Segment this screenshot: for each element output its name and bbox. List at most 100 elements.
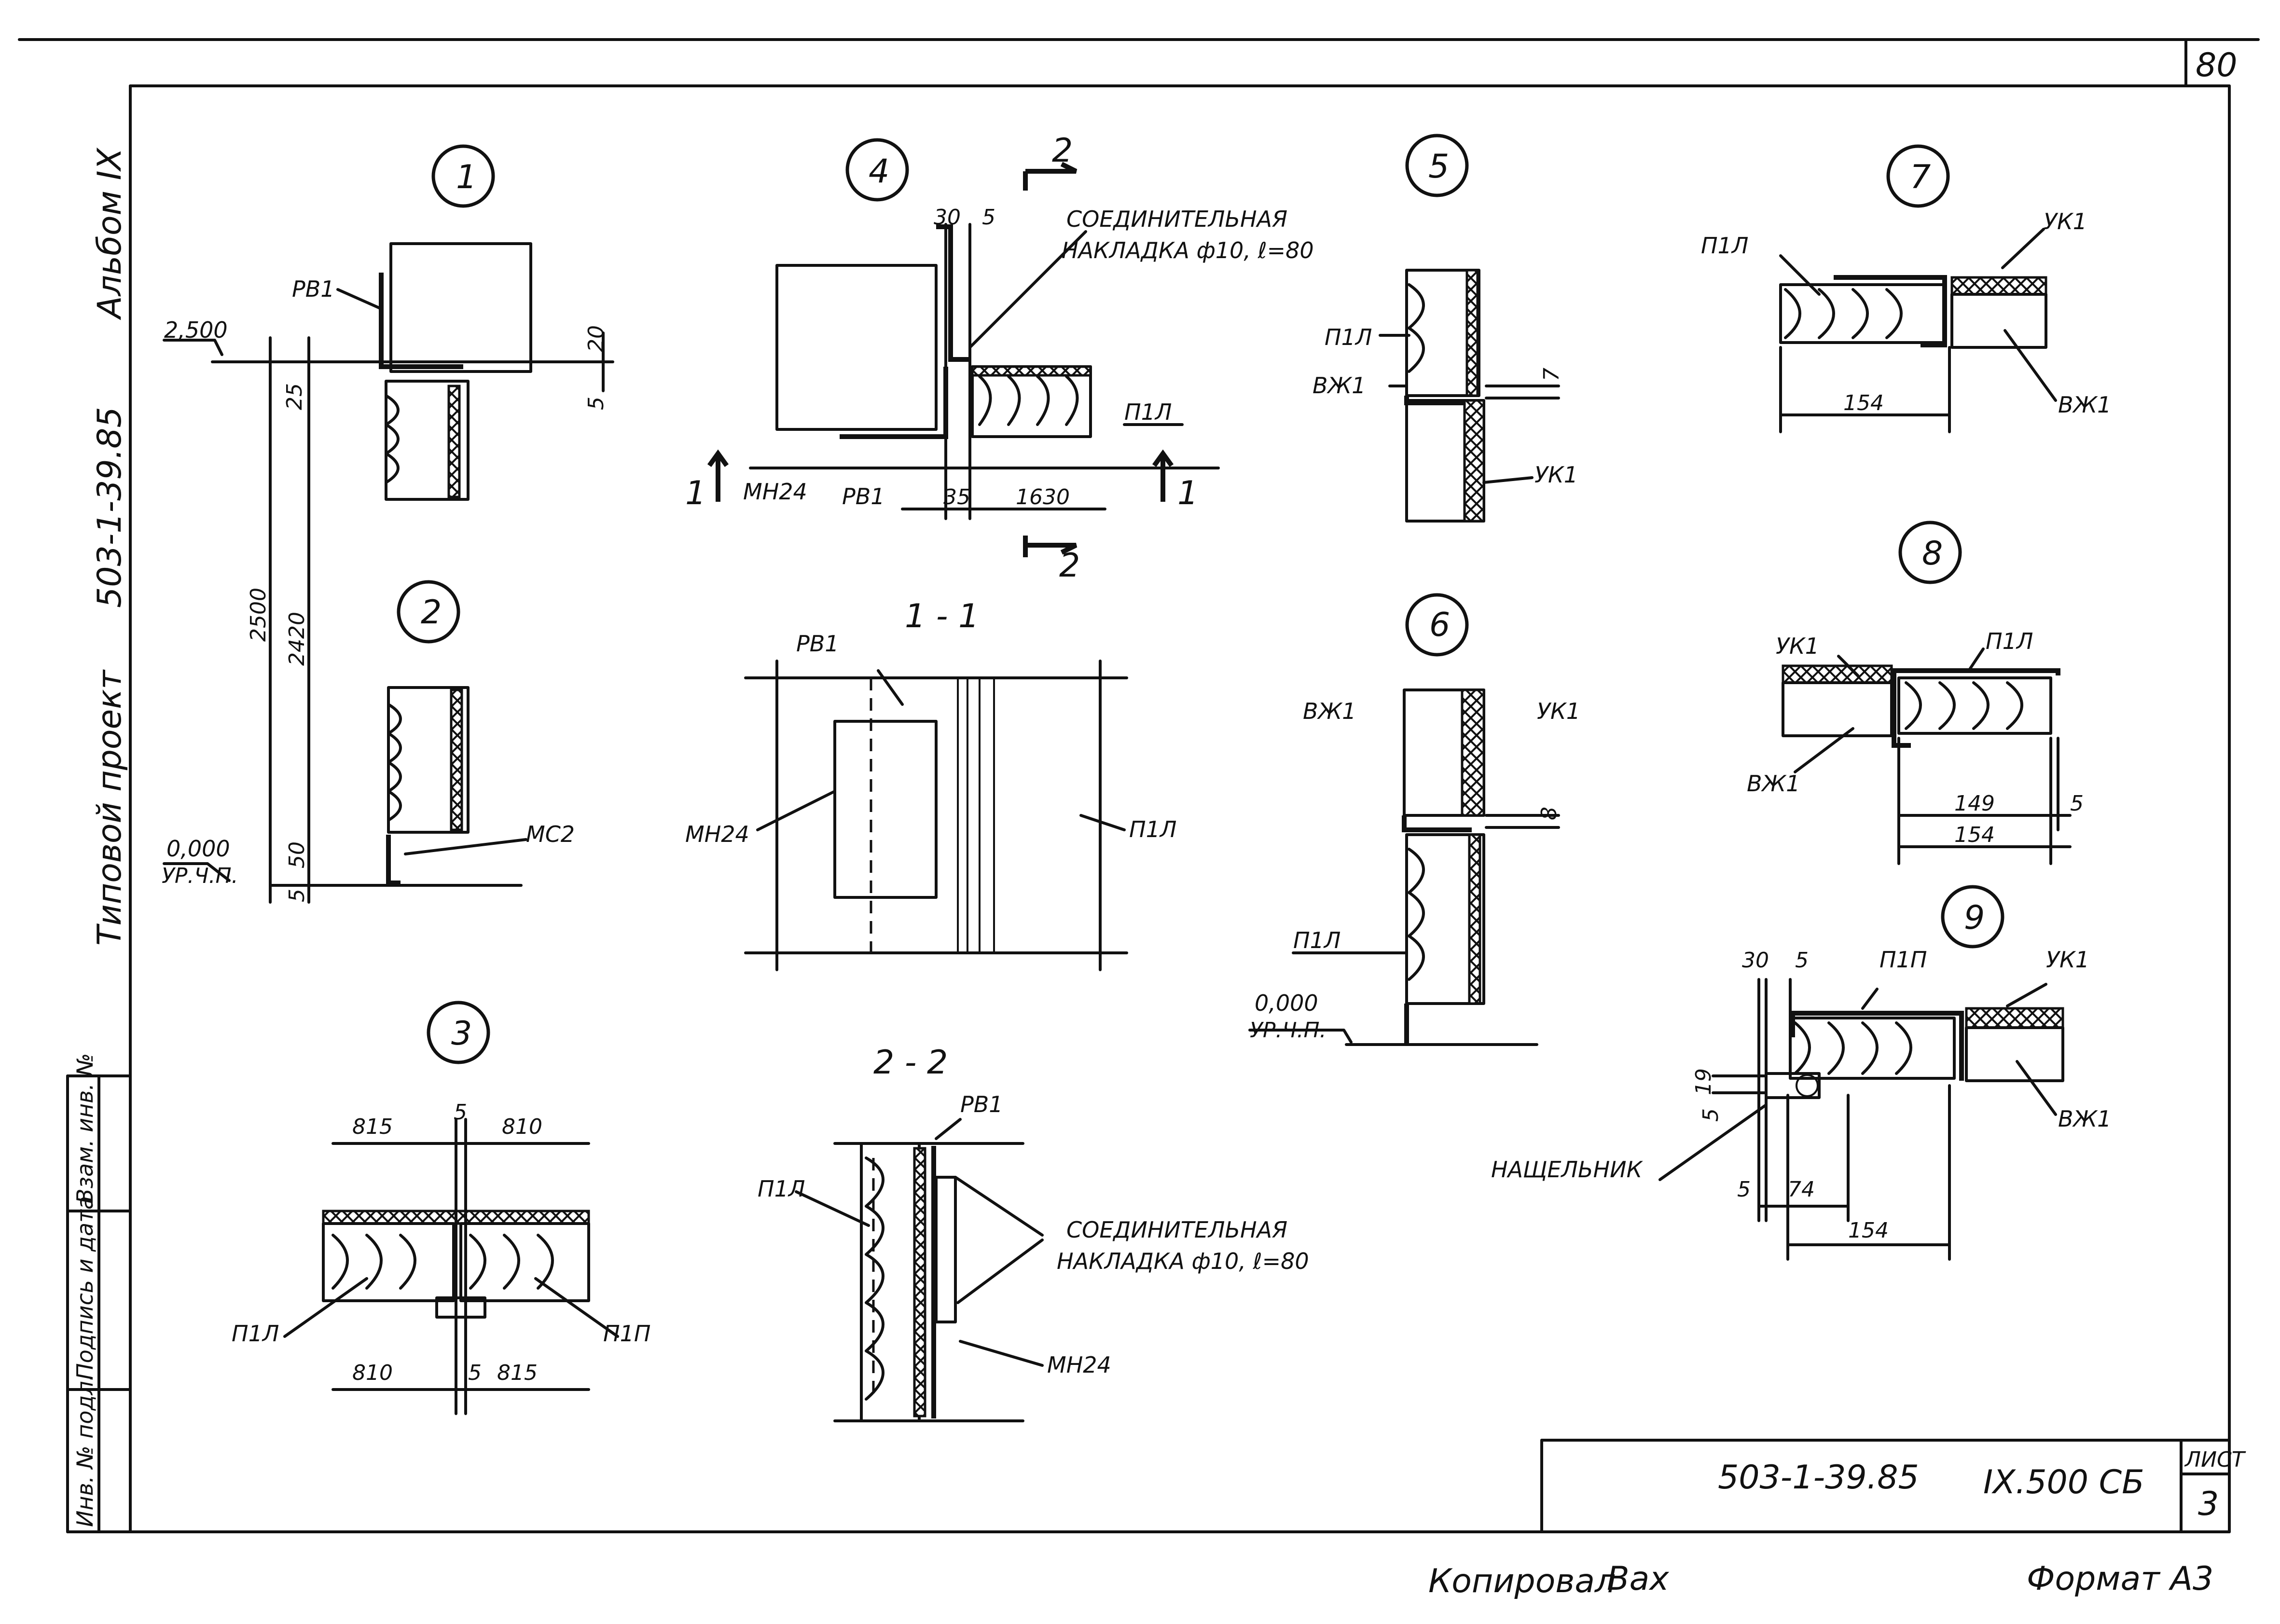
d4-cut-2-top: 2 — [1052, 132, 1073, 170]
s11-label-mn24: МН24 — [685, 821, 749, 847]
d2-dim-50: 50 — [285, 841, 309, 868]
d9-dim-5: 5 — [1795, 948, 1809, 973]
d1-label-rv1: РВ1 — [292, 276, 335, 302]
d8-label-uk1: УК1 — [1776, 633, 1819, 659]
d2-number: 2 — [421, 593, 442, 632]
d9-label-p1p: П1П — [1879, 947, 1927, 973]
d8-dim-5: 5 — [2070, 791, 2084, 816]
d6-number: 6 — [1429, 606, 1450, 644]
d4-dim-1630: 1630 — [1016, 485, 1070, 509]
d2-dim-5: 5 — [285, 889, 309, 902]
d2-dim-2500: 2500 — [246, 588, 271, 642]
d9-dim-5b: 5 — [1699, 1108, 1723, 1122]
d5-label-vzh1: ВЖ1 — [1313, 372, 1366, 399]
d9-dim-74: 74 — [1788, 1177, 1815, 1202]
d3-number: 3 — [451, 1015, 472, 1053]
title-album-code: IX.500 СБ — [1983, 1463, 2144, 1501]
d3-dim-bot-right: 815 — [497, 1361, 538, 1385]
d1-label-level: 2,500 — [164, 317, 228, 343]
d8-dim-149: 149 — [1954, 791, 1995, 816]
d1-dim-25: 25 — [282, 383, 307, 410]
d3-label-right: П1П — [603, 1321, 650, 1347]
d4-label-rv1: РВ1 — [842, 483, 885, 509]
detail-2 — [163, 580, 527, 887]
s11-title: 1 - 1 — [905, 597, 979, 635]
d7-label-uk1: УК1 — [2044, 208, 2087, 234]
d5-label-uk1: УК1 — [1534, 462, 1578, 488]
detail-1 — [163, 144, 614, 904]
d9-label-vzh1: ВЖ1 — [2058, 1106, 2111, 1132]
d9-dim-19: 19 — [1691, 1068, 1716, 1095]
side-album-label: Альбом IX — [91, 147, 129, 320]
d6-label-level: 0,000 — [1255, 990, 1318, 1016]
format-label: Формат А3 — [2027, 1560, 2213, 1598]
section-2-2 — [795, 1118, 1044, 1422]
d9-dim-30: 30 — [1742, 948, 1769, 973]
d6-label-level-sub: УР.Ч.П. — [1250, 1018, 1327, 1043]
d4-label-mn24: МН24 — [743, 479, 807, 505]
d4-number: 4 — [869, 152, 889, 191]
page-number: 80 — [2196, 46, 2238, 84]
d4-cut-1-right: 1 — [1177, 474, 1198, 512]
d9-number: 9 — [1964, 899, 1985, 937]
d6-label-vzh1: ВЖ1 — [1303, 698, 1356, 724]
d8-dim-154: 154 — [1954, 823, 1995, 847]
d4-dim-35: 35 — [943, 485, 970, 509]
s22-title: 2 - 2 — [873, 1044, 948, 1082]
s11-label-p1l: П1Л — [1129, 816, 1176, 842]
d9-dim-5c: 5 — [1737, 1177, 1751, 1202]
stamp-sign-label: Подпись и дата — [72, 1196, 98, 1380]
d9-dim-154: 154 — [1848, 1218, 1889, 1243]
sheet-number: 3 — [2198, 1485, 2219, 1523]
d4-dim-30: 30 — [934, 205, 961, 230]
d1-dim-20: 20 — [584, 325, 608, 352]
section-1-1 — [744, 660, 1128, 971]
d2-label-mc2: МС2 — [526, 821, 575, 847]
d4-conn-line2: НАКЛАДКА ф10, ℓ=80 — [1062, 237, 1314, 263]
d6-label-uk1: УК1 — [1537, 698, 1580, 724]
d7-label-vzh1: ВЖ1 — [2058, 392, 2111, 418]
d4-dim-5: 5 — [982, 205, 995, 230]
d6-label-p1l: П1Л — [1293, 927, 1340, 953]
detail-9 — [1658, 885, 2064, 1261]
d8-label-vzh1: ВЖ1 — [1747, 771, 1800, 797]
stamp-inv-label: Инв. № подл. — [72, 1374, 98, 1527]
sheet-frame — [18, 38, 2260, 1533]
d6-dim-8: 8 — [1537, 807, 1561, 820]
d1-number: 1 — [456, 158, 477, 196]
d8-label-p1l: П1Л — [1986, 628, 2033, 654]
s11-label-rv1: РВ1 — [796, 631, 839, 657]
side-project-label: 503-1-39.85 — [91, 407, 129, 608]
d4-cut-1-left: 1 — [685, 474, 706, 512]
copied-by-signature: Вах — [1607, 1560, 1669, 1598]
d3-dim-bot-left: 810 — [352, 1361, 393, 1385]
d7-dim-154: 154 — [1843, 391, 1884, 415]
s22-label-p1l: П1Л — [758, 1176, 805, 1202]
d1-dim-5: 5 — [584, 397, 608, 410]
d9-label-nashchelnik: НАЩЕЛЬНИК — [1491, 1156, 1644, 1183]
detail-4 — [707, 138, 1220, 557]
s22-conn-line2: НАКЛАДКА ф10, ℓ=80 — [1057, 1248, 1309, 1274]
d5-dim-7: 7 — [1539, 368, 1564, 381]
stamp-replace-label: Взам. инв. № — [72, 1053, 98, 1204]
d2-dim-2420: 2420 — [285, 612, 309, 666]
d3-dim-top-right: 810 — [502, 1115, 542, 1139]
side-typical-label: Типовой проект — [91, 669, 129, 946]
s22-label-mn24: МН24 — [1047, 1352, 1111, 1378]
d3-dim-bot-gap: 5 — [468, 1361, 482, 1385]
d8-number: 8 — [1922, 535, 1943, 573]
d7-number: 7 — [1910, 158, 1931, 196]
d5-number: 5 — [1428, 148, 1449, 186]
s22-label-rv1: РВ1 — [960, 1091, 1003, 1117]
d4-cut-2-bottom: 2 — [1059, 547, 1080, 585]
d2-label-level: 0,000 — [166, 836, 230, 862]
d5-label-p1l: П1Л — [1325, 324, 1372, 350]
d4-label-p1l: П1Л — [1124, 399, 1172, 425]
d7-label-p1l: П1Л — [1701, 233, 1748, 259]
detail-7 — [1779, 144, 2057, 433]
d4-conn-line1: СОЕДИНИТЕЛЬНАЯ — [1066, 206, 1287, 232]
d3-dim-top-left: 815 — [352, 1115, 393, 1139]
title-project-code: 503-1-39.85 — [1718, 1459, 1919, 1497]
detail-8 — [1782, 521, 2072, 865]
